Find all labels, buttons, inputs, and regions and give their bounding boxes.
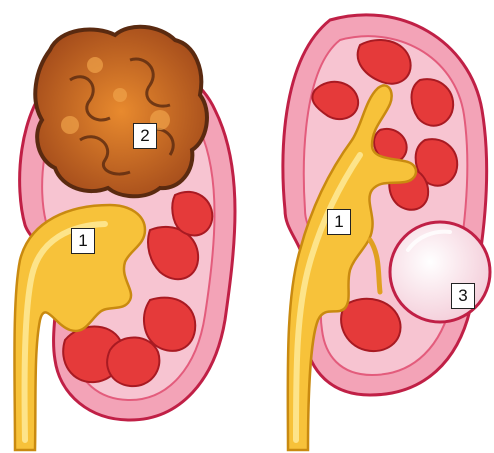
label-cyst: 3: [451, 283, 475, 309]
left-kidney: [14, 27, 235, 450]
label-pelvis-right: 1: [327, 209, 351, 235]
right-kidney: [283, 15, 490, 450]
label-pelvis-left: 1: [71, 228, 95, 254]
label-tumor: 2: [133, 123, 157, 149]
cyst: [390, 222, 490, 322]
tumor-mass: [35, 27, 207, 196]
